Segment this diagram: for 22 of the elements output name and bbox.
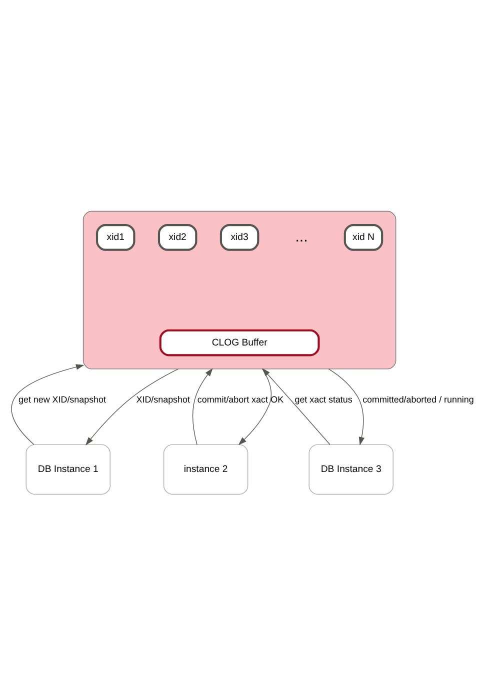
edge-label: committed/aborted / running <box>362 394 474 404</box>
node-box: instance 2 <box>163 444 248 495</box>
arrow <box>328 368 364 446</box>
node-box: DB Instance 1 <box>26 444 110 495</box>
edge-label: commit/abort xact <box>197 394 268 404</box>
label: ... <box>295 228 308 246</box>
arrow <box>86 368 179 446</box>
arrow <box>262 368 330 445</box>
node-box: xid1 <box>96 224 136 251</box>
edge-label: XID/snapshot <box>136 394 190 404</box>
node-box: xid2 <box>158 224 198 251</box>
node-box: DB Instance 3 <box>308 444 394 495</box>
arrow <box>238 368 272 446</box>
arrow <box>11 364 84 445</box>
edge-label: get xact status <box>294 394 352 404</box>
arrow <box>192 368 213 445</box>
node-box: CLOG Buffer <box>159 329 320 356</box>
node-box: xid N <box>344 224 384 251</box>
edge-label: OK <box>270 394 284 404</box>
cluster <box>82 210 396 370</box>
node-box: xid3 <box>220 224 260 251</box>
edge-label: get new XID/snapshot <box>18 394 106 404</box>
